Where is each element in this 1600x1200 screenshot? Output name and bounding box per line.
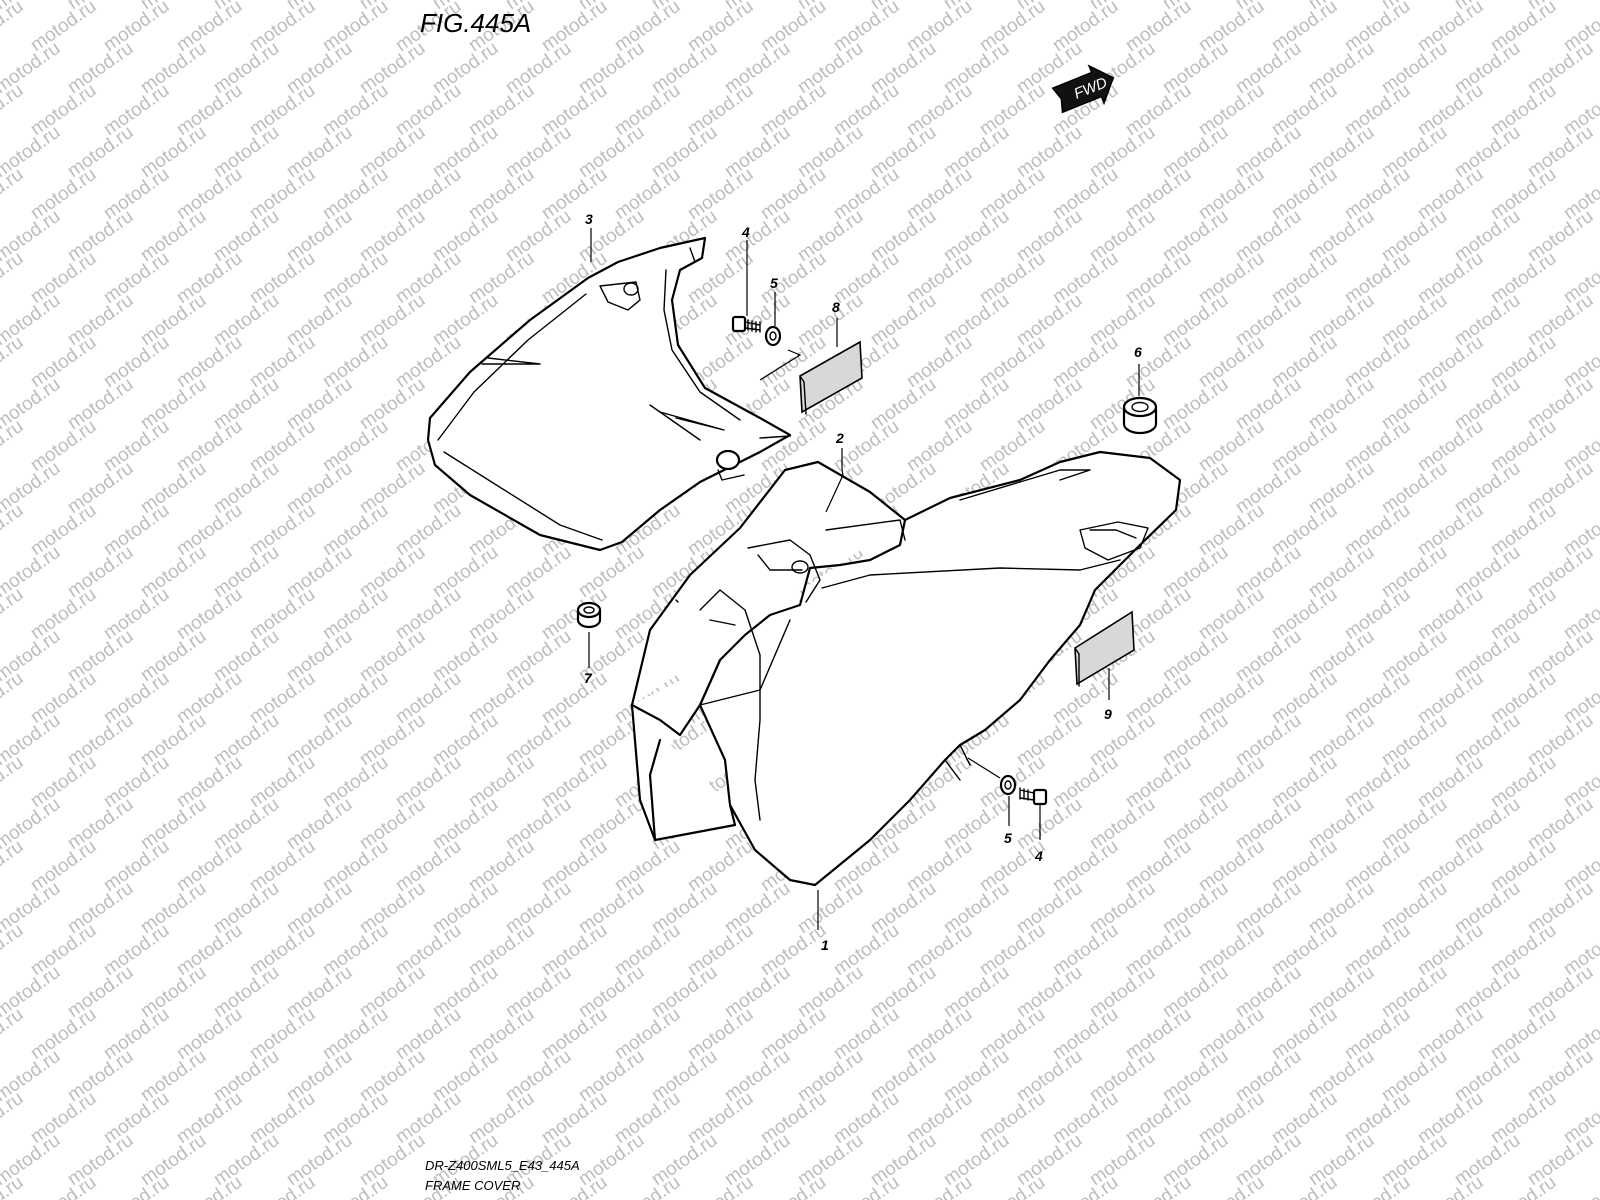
part-1-frame-cover	[630, 450, 1182, 887]
watermark-text: motod.ru	[0, 752, 27, 812]
figure-title: FIG.445A	[420, 8, 531, 38]
watermark-text: motod.ru	[0, 1088, 27, 1148]
watermark-text: motod.ru	[538, 1172, 611, 1200]
part-6-grommet	[1122, 396, 1158, 435]
watermark-text: motod.ru	[0, 0, 27, 56]
callout-4-top: 4	[741, 224, 750, 240]
watermark-text: motod.ru	[0, 1004, 27, 1064]
watermark-text: motod.ru	[0, 80, 27, 140]
callout-5-top: 5	[770, 275, 778, 291]
callout-7: 7	[584, 670, 593, 686]
part-8-pad	[799, 340, 863, 415]
callout-8: 8	[832, 299, 840, 315]
watermark-text: motod.ru	[830, 1172, 903, 1200]
callout-3: 3	[585, 211, 593, 227]
figure-caption: FRAME COVER	[425, 1178, 520, 1193]
watermark-text: motod.ru	[1414, 1172, 1487, 1200]
watermark-text: motod.ru	[757, 1172, 830, 1200]
drawing-code: DR-Z400SML5_E43_445A	[425, 1158, 580, 1173]
watermark-text: motod.ru	[100, 1172, 173, 1200]
watermark-text: motod.ru	[1195, 1172, 1268, 1200]
watermark-text: motod.ru	[1341, 1172, 1414, 1200]
watermark-text: motod.ru	[1487, 1172, 1560, 1200]
watermark-text: motod.ru	[976, 1172, 1049, 1200]
callout-4-bottom: 4	[1034, 848, 1043, 864]
watermark-text: motod.ru	[1122, 1172, 1195, 1200]
watermark-text: motod.ru	[319, 1172, 392, 1200]
callout-6: 6	[1134, 344, 1142, 360]
part-9-pad	[1074, 610, 1135, 687]
watermark-text: motod.ru	[611, 1172, 684, 1200]
watermark-text: motod.ru	[0, 668, 27, 728]
part-5-washer-top	[764, 325, 782, 347]
part-3-upper-frame-cover	[426, 236, 792, 552]
watermark-text: motod.ru	[0, 332, 27, 392]
callout-1: 1	[821, 937, 829, 953]
callout-9: 9	[1104, 706, 1112, 722]
callouts: 1 2 3 4 5 6 7 8 9 5 4	[584, 211, 1142, 953]
watermark-text: motod.ru	[0, 164, 27, 224]
part-4-bolt-bottom	[1019, 787, 1048, 806]
watermark-text: motod.ru	[0, 836, 27, 896]
watermark-text: motod.ru	[0, 584, 27, 644]
watermark-text: motod.ru	[0, 920, 27, 980]
watermark-text: motod.ru	[246, 1172, 319, 1200]
leader-lines	[588, 228, 1140, 930]
callout-2: 2	[835, 430, 844, 446]
watermark-text: motod.ru	[1268, 1172, 1341, 1200]
watermark-text: motod.ru	[0, 500, 27, 560]
watermark-text: motod.ru	[1560, 1172, 1600, 1200]
watermark-text: motod.ru	[0, 416, 27, 476]
watermark-text: motod.ru	[903, 1172, 976, 1200]
callout-5-bottom: 5	[1004, 830, 1012, 846]
watermark-text: motod.ru	[684, 1172, 757, 1200]
watermark-text: motod.ru	[0, 248, 27, 308]
part-7-grommet	[576, 601, 602, 629]
part-5-washer-bottom	[999, 774, 1017, 796]
forward-arrow-icon: FWD	[1051, 64, 1115, 114]
part-4-bolt-top	[731, 315, 761, 333]
watermark-text: motod.ru	[173, 1172, 246, 1200]
watermark-text: motod.ru	[1049, 1172, 1122, 1200]
watermark-text: motod.ru	[27, 1172, 100, 1200]
